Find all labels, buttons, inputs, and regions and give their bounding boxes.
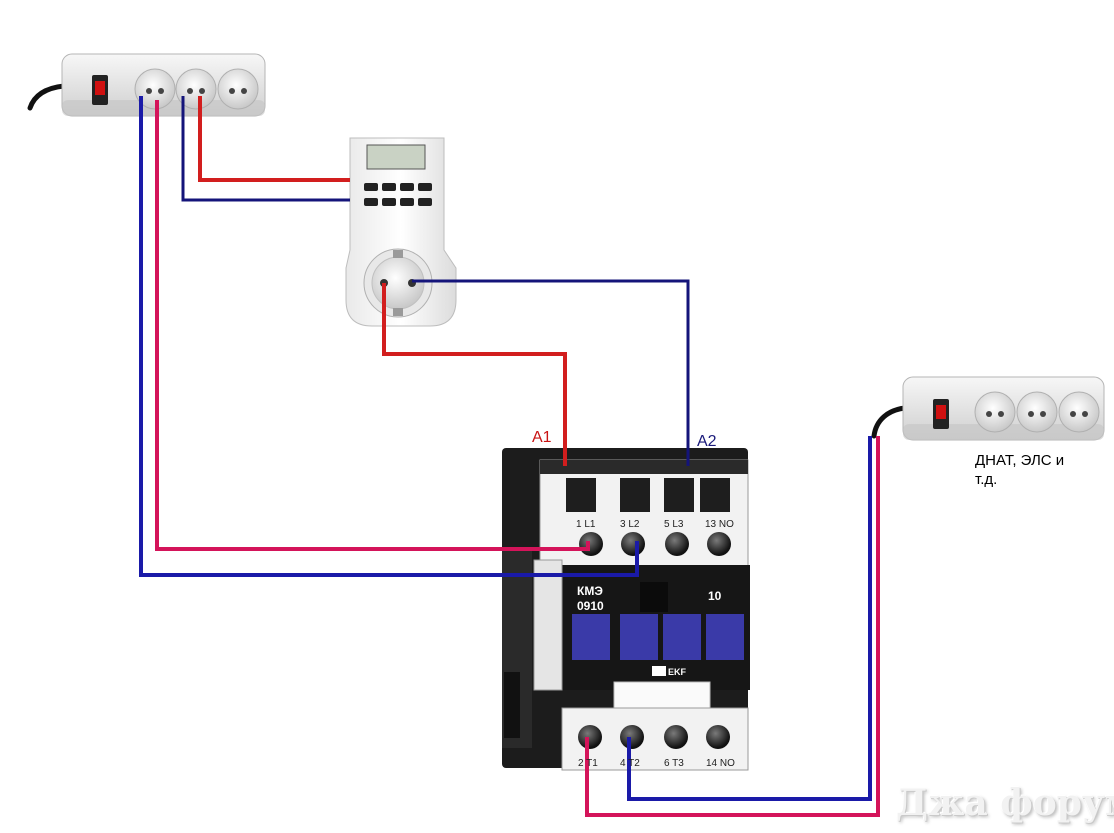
terminal-label: 4 T2 (620, 758, 640, 769)
coil-a2-wire (412, 279, 690, 466)
timer-phase-wire (198, 96, 350, 182)
phase-wire-supply (155, 100, 590, 551)
contactor-markings: 1 L1 3 L2 5 L3 13 NO 2 T1 4 T2 6 T3 14 N… (576, 519, 735, 769)
timer-neutral-wire (181, 96, 350, 202)
power-cord (871, 405, 908, 439)
socket-icon (1016, 391, 1058, 433)
power-strip-supply (27, 53, 266, 117)
coil-a2-label: A2 (697, 433, 717, 450)
timer-buttons (364, 183, 432, 206)
screw-terminal-icon (578, 725, 730, 749)
terminal-label: 1 L1 (576, 519, 596, 530)
power-switch-icon (933, 399, 949, 429)
model-label: 0910 (577, 599, 604, 613)
terminal-label: 6 T3 (664, 758, 684, 769)
contactor (502, 448, 750, 771)
socket-icon (974, 391, 1016, 433)
neutral-wire-load (627, 436, 872, 801)
terminal-label: 3 L2 (620, 519, 640, 530)
wires (139, 96, 880, 817)
coil-a1-wire (382, 283, 567, 466)
terminal-housing (566, 478, 730, 512)
power-cord (27, 83, 67, 111)
digital-timer (345, 137, 457, 327)
terminal-label: 13 NO (705, 519, 734, 530)
socket-icon (134, 68, 176, 110)
socket-icon (1058, 391, 1100, 433)
power-switch-icon (92, 75, 108, 105)
phase-wire-load (585, 436, 880, 817)
screw-terminal-icon (579, 532, 731, 556)
model-label: КМЭ (577, 584, 603, 598)
terminal-label: 14 NO (706, 758, 735, 769)
watermark-logo: Джа форум (896, 782, 1114, 824)
brand-logo: EKF (652, 666, 687, 677)
power-strip-load (871, 376, 1105, 441)
load-note: ДНАТ, ЭЛС и т.д. (975, 452, 1065, 488)
coil-a1-label: A1 (532, 429, 552, 446)
terminal-label: 2 T1 (578, 758, 598, 769)
socket-icon (175, 68, 217, 110)
neutral-wire-supply (139, 96, 639, 577)
aux-contact-code: 10 (708, 589, 722, 603)
timer-display (366, 144, 426, 170)
terminal-label: 5 L3 (664, 519, 684, 530)
svg-text:EKF: EKF (668, 667, 687, 677)
socket-icon (363, 248, 433, 318)
socket-icon (217, 68, 259, 110)
